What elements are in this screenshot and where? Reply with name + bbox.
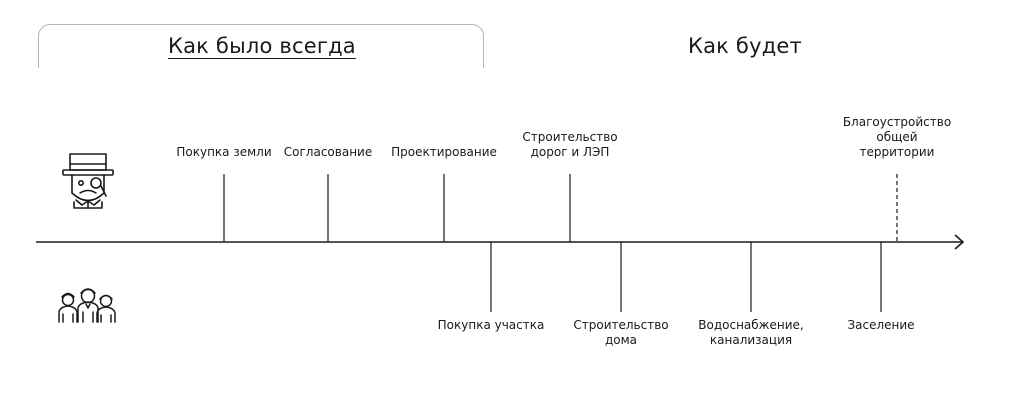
heading-always: Как было всегда: [168, 34, 356, 58]
residents-group-icon: [58, 288, 116, 323]
landowner-icon: [62, 153, 114, 209]
timeline-arrow-icon: [954, 234, 965, 250]
timeline-label-water: Водоснабжение,канализация: [698, 318, 804, 347]
heading-will-be: Как будет: [688, 34, 802, 58]
timeline-ticks: [223, 174, 898, 312]
timeline-label-design: Проектирование: [391, 145, 497, 159]
timeline-label-land: Покупка земли: [176, 145, 272, 159]
timeline-label-approval: Согласование: [283, 145, 373, 159]
timeline-label-plot: Покупка участка: [437, 318, 545, 332]
always-section-bracket: [38, 24, 484, 68]
timeline-label-settle: Заселение: [847, 318, 915, 332]
